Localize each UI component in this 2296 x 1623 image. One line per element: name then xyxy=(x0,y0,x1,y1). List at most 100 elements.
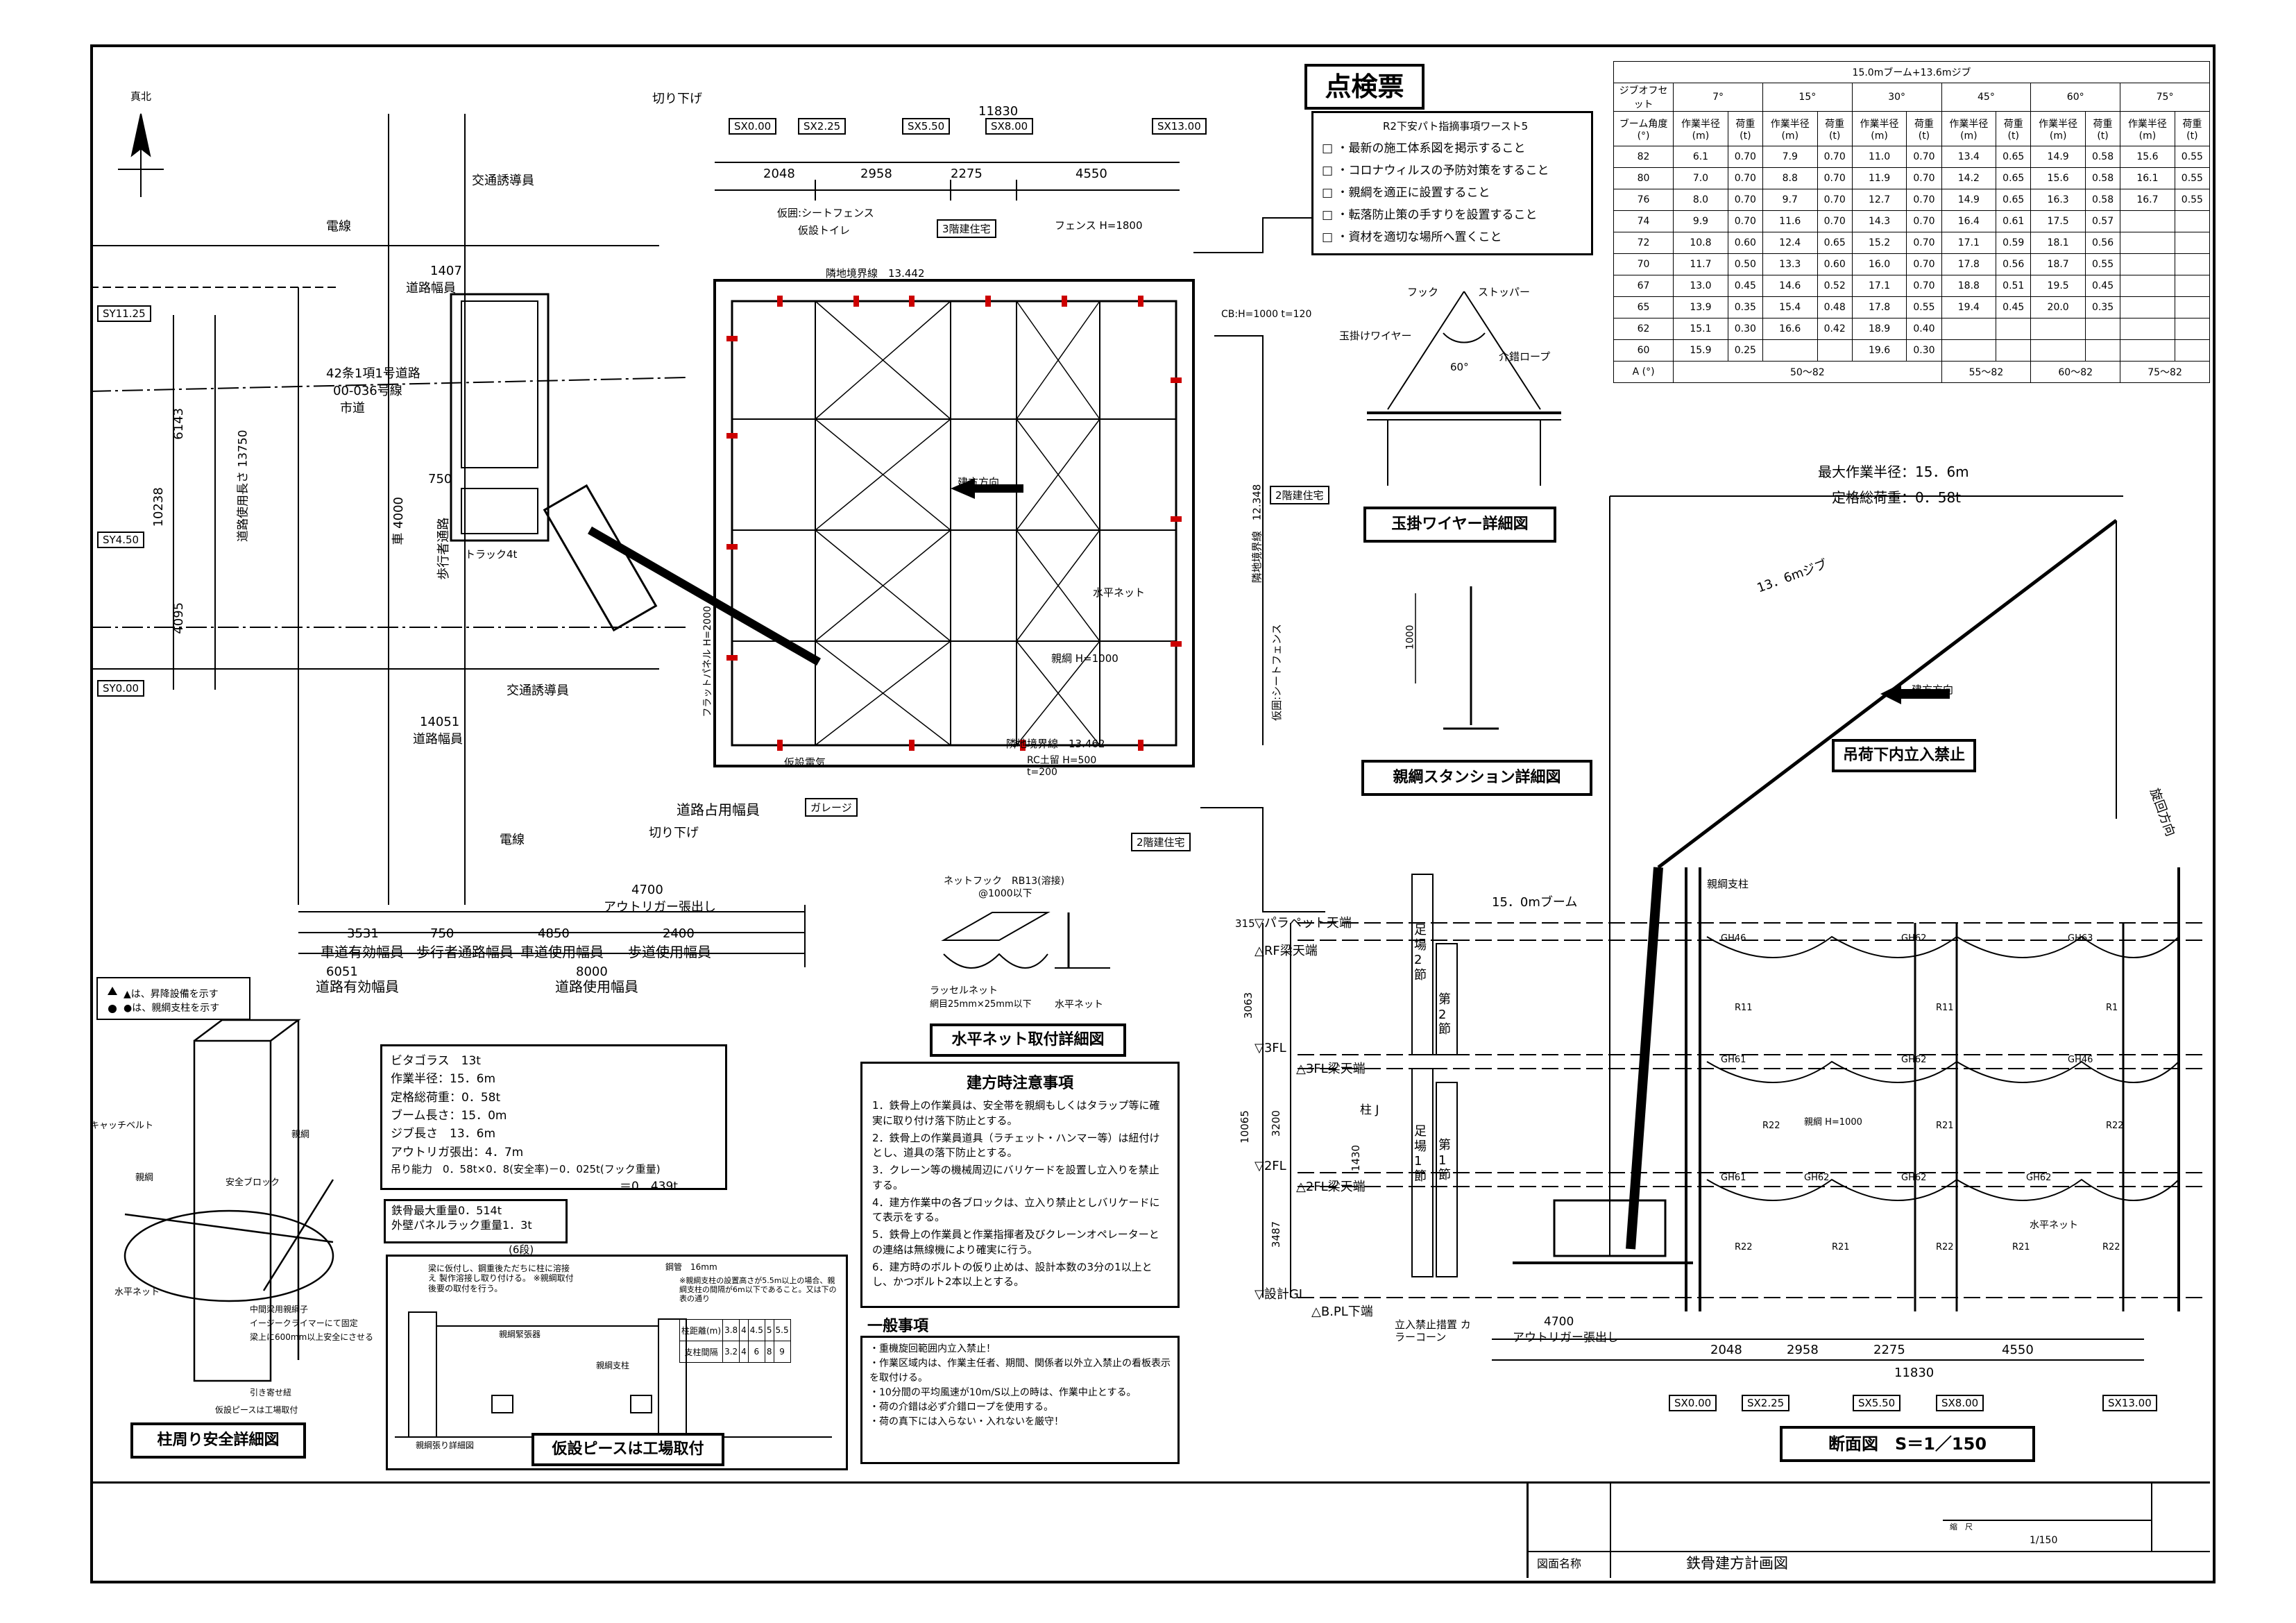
bottom-dim-2: 4850 xyxy=(538,926,570,941)
crane-spec-item: ブーム長さ：15．0m xyxy=(391,1109,507,1123)
temp-cell: 4 xyxy=(739,1341,749,1363)
net-detail-drawing xyxy=(941,912,1110,969)
grid-x-3: SX8.00 xyxy=(985,118,1034,135)
footer-1: 55～82 xyxy=(1941,361,2032,383)
temp-cell: 5 xyxy=(764,1319,774,1341)
load-table-cell: 13.4 xyxy=(1941,146,1997,168)
beam-top-2: GH63 xyxy=(2068,933,2093,944)
load-table-cell: 0.70 xyxy=(1817,146,1853,168)
load-table-cell: 76 xyxy=(1613,189,1674,211)
load-table-cell: 0.55 xyxy=(2174,189,2211,211)
section-grid-3: SX8.00 xyxy=(1936,1395,1984,1411)
load-table-cell xyxy=(2120,318,2175,340)
load-table-cell: 15.6 xyxy=(2030,167,2086,189)
section-boom: 15．0mブーム xyxy=(1492,895,1578,910)
crane-spec-item: ビタゴラス 13t xyxy=(391,1054,481,1068)
garage-label: ガレージ xyxy=(805,798,858,817)
road-law: 42条1項1号道路 xyxy=(326,366,420,381)
vdim-0: 315 xyxy=(1235,917,1255,930)
inspection-item: □ ・親綱を適正に設置すること xyxy=(1322,186,1490,201)
title-block-divider-1 xyxy=(1527,1481,1529,1578)
net-pitch: @1000以下 xyxy=(978,888,1032,899)
load-table-cell: 0.45 xyxy=(1727,275,1763,297)
note-item: 3．クレーン等の機械周辺にバリケードを設置し立入りを禁止する。 xyxy=(872,1164,1159,1191)
r-mid-2: R22 xyxy=(2106,1121,2124,1131)
footer-3: 75～82 xyxy=(2120,361,2210,383)
r-top-0: R11 xyxy=(1735,1003,1753,1013)
col-radius: 作業半径 (m) xyxy=(1762,111,1818,146)
inspection-subtitle: R2下安パト指摘事項ワースト5 xyxy=(1383,120,1529,133)
load-table-cell: 0.61 xyxy=(1996,210,2032,232)
net-hook: ネットフック RB13(溶接) xyxy=(944,876,1065,887)
inspection-item: □ ・転落防止策の手すりを設置すること xyxy=(1322,208,1538,223)
load-table-cell: 14.2 xyxy=(1941,167,1997,189)
load-table-cell: 9.7 xyxy=(1762,189,1818,211)
general-item: ・荷の真下には入らない・入れないを厳守！ xyxy=(869,1416,1064,1427)
col-label-7: 梁上に600mm以上安全にさせる xyxy=(250,1332,374,1342)
load-table-cell: 9.9 xyxy=(1673,210,1728,232)
note-item: 2．鉄骨上の作業員道具（ラチェット・ハンマー等）は紐付けとし、道具の落下防止とす… xyxy=(872,1131,1160,1159)
section-rope: 親綱 H=1000 xyxy=(1804,1117,1862,1128)
title-block-line xyxy=(93,1481,2210,1484)
load-table-cell: 12.4 xyxy=(1762,232,1818,254)
title-block-divider-2 xyxy=(1610,1481,1611,1578)
r-low-4: R22 xyxy=(2102,1242,2120,1252)
load-table-cell: 19.5 xyxy=(2030,275,2086,297)
cb-label: CB:H=1000 t=120 xyxy=(1221,309,1312,320)
col-label-1: 親綱 xyxy=(135,1173,154,1183)
city-road: 市道 xyxy=(340,401,365,416)
temp-pipe: 鋼管 16mm xyxy=(665,1262,717,1272)
temp-row2-label: 支柱間隔 xyxy=(679,1341,724,1363)
load-table-cell: 13.9 xyxy=(1673,296,1728,318)
temp-note2: ※親綱支柱の設置高さが5.5m以上の場合、親綱支柱の間隔が6m以下であること。又… xyxy=(679,1276,837,1304)
level-2: ▽3FL xyxy=(1255,1041,1286,1055)
load-table-cell: 0.70 xyxy=(1906,253,1942,275)
general-item: ・荷の介錯は必ず介錯ロープを使用する。 xyxy=(869,1402,1054,1413)
note-item: 5．鉄骨上の作業員と作業指揮者及びクレーンオペレーターとの連絡は無線機により確実… xyxy=(872,1228,1159,1256)
footer-0: 50～82 xyxy=(1673,361,1942,383)
load-table-cell: 0.58 xyxy=(2084,189,2121,211)
bottom-label-2: 車道使用幅員 xyxy=(520,944,604,960)
load-table-cell: 0.65 xyxy=(1996,146,2032,168)
plan-top-dim-1: 2958 xyxy=(860,167,892,181)
truck-label: トラック4t xyxy=(465,548,518,561)
bottom-label-1: 歩行者通路幅員 xyxy=(416,944,513,960)
temp-piece-box: 梁に仮付し、鋼重後ただちに柱に溶接え 製作溶接し取り付ける。 ※親綱取付後要の取… xyxy=(386,1255,848,1470)
plan-left-dim-0: 6143 xyxy=(171,407,187,440)
plan-left-dim-2: 4095 xyxy=(171,602,187,634)
r-low-0: R22 xyxy=(1735,1242,1753,1252)
scale-label: 縮 尺 xyxy=(1950,1522,1973,1531)
temp-note: 梁に仮付し、鋼重後ただちに柱に溶接え 製作溶接し取り付ける。 ※親綱取付後要の取… xyxy=(428,1264,574,1293)
weight-box: 鉄骨最大重量0．514t 外壁パネルラック重量1．3t xyxy=(384,1199,568,1243)
grid-x-2: SX5.50 xyxy=(902,118,951,135)
load-table-cell: 6.1 xyxy=(1673,146,1728,168)
load-table-cell xyxy=(2174,275,2211,297)
scaffold-3: 第1節 xyxy=(1438,1138,1451,1183)
temp-cell: 9 xyxy=(773,1341,791,1363)
north-label: 真北 xyxy=(130,90,152,103)
load-table-cell: 10.8 xyxy=(1673,232,1728,254)
general-box: ・重機旋回範囲内立入禁止！ ・作業区域内は、作業主任者、期間、関係者以外立入禁止… xyxy=(860,1336,1180,1464)
plan-top-dim-3: 4550 xyxy=(1075,167,1107,181)
road-no: 00-036号線 xyxy=(333,384,402,398)
scale-row xyxy=(1943,1520,2151,1521)
col-radius: 作業半径 (m) xyxy=(1941,111,1997,146)
beam-low-3: GH62 xyxy=(2026,1173,2052,1183)
section-grid-1: SX2.25 xyxy=(1742,1395,1790,1411)
traffic-guide-bottom: 交通誘導員 xyxy=(507,683,569,698)
load-table-cell: 0.57 xyxy=(2084,210,2121,232)
house2-bottom: 2階建住宅 xyxy=(1131,833,1191,851)
load-table-cell: 0.70 xyxy=(1906,210,1942,232)
hnet-plan: 水平ネット xyxy=(1093,586,1146,599)
load-table-cell: 13.3 xyxy=(1762,253,1818,275)
general-item: ・重機旋回範囲内立入禁止！ xyxy=(869,1343,996,1354)
inspection-item: □ ・最新の施工体系図を掲示すること xyxy=(1322,142,1526,156)
load-table-cell: 0.60 xyxy=(1817,253,1853,275)
load-table-cell: 0.65 xyxy=(1817,232,1853,254)
notes-heading: 建方時注意事項 xyxy=(966,1075,1073,1092)
col-label-8: 引き寄せ紐 xyxy=(250,1388,292,1397)
beam-low-2: GH62 xyxy=(1901,1173,1927,1183)
temp-cell: 8 xyxy=(764,1341,774,1363)
